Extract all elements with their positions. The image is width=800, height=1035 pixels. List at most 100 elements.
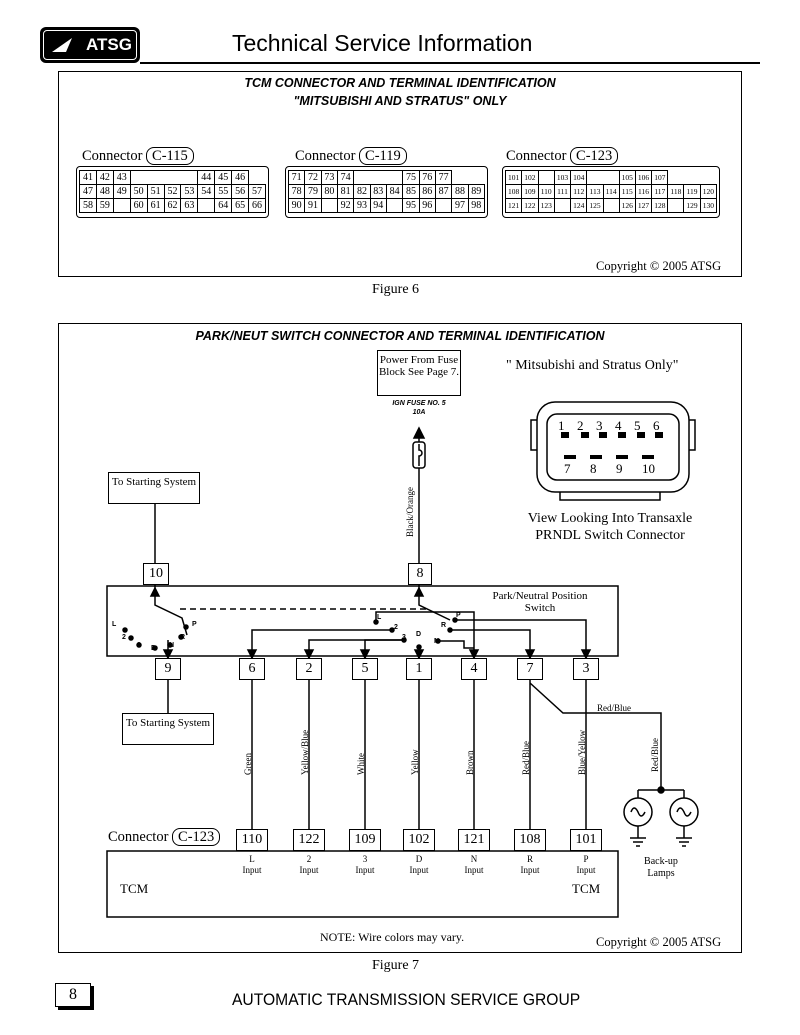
tcm-input-word: Input — [409, 865, 429, 875]
switch-position-letter: 3 — [137, 642, 141, 649]
prndl-pin-number: 4 — [615, 418, 622, 433]
pin-cell: 62 — [163, 198, 182, 213]
wire-color-label: Yellow/Blue — [300, 729, 310, 775]
pin-cell: 59 — [95, 198, 114, 213]
tcm-input-word: Input — [299, 865, 319, 875]
connector-c123-id: C-123 — [570, 147, 619, 165]
tcm-input-letter: 2 — [306, 854, 312, 864]
connector-c115-label: Connector C-115 — [82, 147, 194, 165]
tcm-input-letter: D — [415, 854, 423, 864]
fuse-arrow-icon — [412, 426, 426, 439]
pin-blank — [667, 198, 684, 213]
tcm-connector-label: Connector C-123 — [108, 828, 221, 846]
switch-position-letter: R — [441, 622, 447, 629]
to-starting-system-top: To Starting System — [108, 472, 200, 504]
switch-label: Park/Neutral Position Switch — [492, 590, 588, 614]
ign-fuse-label: IGN FUSE NO. 5 10A — [392, 400, 446, 416]
tcm-input-word: Input — [520, 865, 540, 875]
page-title: Technical Service Information — [232, 30, 533, 56]
connector-c119-id: C-119 — [359, 147, 407, 165]
tcm-pin-number: 121 — [458, 829, 490, 851]
tcm-input-letter: P — [583, 854, 589, 864]
wire-color-label: Green — [243, 753, 253, 775]
switch-position-letter: P — [192, 621, 197, 628]
switch-position-letter: R — [180, 634, 186, 641]
pin-cell: 94 — [369, 198, 387, 213]
tcm-connector-id: C-123 — [172, 828, 221, 846]
prndl-pin-number: 2 — [577, 418, 584, 433]
pin-blank — [321, 198, 338, 213]
pin-blank — [113, 198, 131, 213]
wire-color-label: Yellow — [410, 749, 420, 775]
pin-cell: 60 — [129, 198, 148, 213]
pin-blank — [435, 198, 452, 213]
connector-c123-label: Connector C-123 — [506, 147, 619, 165]
pin-cell: 124 — [570, 198, 588, 213]
view-label-line1: View Looking Into Transaxle — [527, 511, 693, 526]
tcm-pin-number: 109 — [349, 829, 381, 851]
black-orange-label: Black/Orange — [405, 487, 415, 537]
tcm-right-label: TCM — [572, 881, 601, 896]
connector-c123-shell — [502, 166, 720, 218]
switch-terminal: 4 — [461, 658, 487, 680]
tcm-input-word: Input — [576, 865, 596, 875]
figure7-caption: Figure 7 — [372, 958, 420, 973]
page-number: 8 — [55, 983, 91, 1007]
logo-arrow-icon — [52, 38, 72, 52]
wire-color-label: White — [356, 753, 366, 775]
pin-blank — [386, 198, 403, 213]
switch-position-letter: D — [151, 645, 157, 652]
switch-position-letter: L — [112, 621, 117, 628]
switch-position-letter: N — [169, 642, 175, 649]
switch-position-letter: L — [377, 614, 382, 621]
figure7-frame — [58, 323, 742, 953]
pin-cell: 89 — [467, 184, 486, 199]
switch-position-letter: 2 — [122, 634, 126, 641]
pin-blank — [603, 198, 620, 213]
prndl-pin-number: 10 — [642, 461, 655, 476]
pin-cell: 61 — [146, 198, 165, 213]
tcm-pin-number: 108 — [514, 829, 546, 851]
tcm-module-body — [106, 850, 619, 918]
connector-c119-label: Connector C-119 — [295, 147, 407, 165]
figure6-caption: Figure 6 — [372, 282, 420, 297]
figure7-title: PARK/NEUT SWITCH CONNECTOR AND TERMINAL … — [195, 329, 605, 343]
view-label-line2: PRNDL Switch Connector — [535, 528, 685, 543]
tcm-pin-number: 110 — [236, 829, 268, 851]
switch-terminal: 2 — [296, 658, 322, 680]
tcm-left-label: TCM — [120, 881, 149, 896]
connector-c115-id: C-115 — [146, 147, 194, 165]
ground-icon-right — [676, 837, 692, 847]
tcm-input-word: Input — [242, 865, 262, 875]
wire-color-note: NOTE: Wire colors may vary. — [320, 930, 465, 944]
switch-terminal: 3 — [573, 658, 599, 680]
pin-cell: 66 — [248, 198, 266, 213]
wire-color-label: Brown — [465, 750, 475, 776]
title-rule — [140, 62, 760, 64]
wire-color-label: Red/Blue — [521, 741, 531, 775]
tcm-input-word: Input — [355, 865, 375, 875]
switch-terminal: 9 — [155, 658, 181, 680]
ground-icon-left — [630, 837, 646, 847]
terminal-8: 8 — [408, 563, 432, 585]
red-blue-vertical-label: Red/Blue — [650, 738, 660, 772]
switch-position-letter: 3 — [402, 634, 406, 641]
pin-cell: 50 — [129, 184, 148, 199]
switch-terminal: 6 — [239, 658, 265, 680]
tcm-input-letter: N — [470, 854, 478, 864]
figure6-title-line2: "MITSUBISHI AND STRATUS" ONLY — [293, 94, 507, 108]
figure6-frame — [58, 71, 742, 277]
prndl-connector-shell — [536, 401, 690, 493]
switch-terminal: 7 — [517, 658, 543, 680]
prndl-pin-number: 6 — [653, 418, 660, 433]
tcm-pin-number: 101 — [570, 829, 602, 851]
pin-cell: 51 — [146, 184, 165, 199]
